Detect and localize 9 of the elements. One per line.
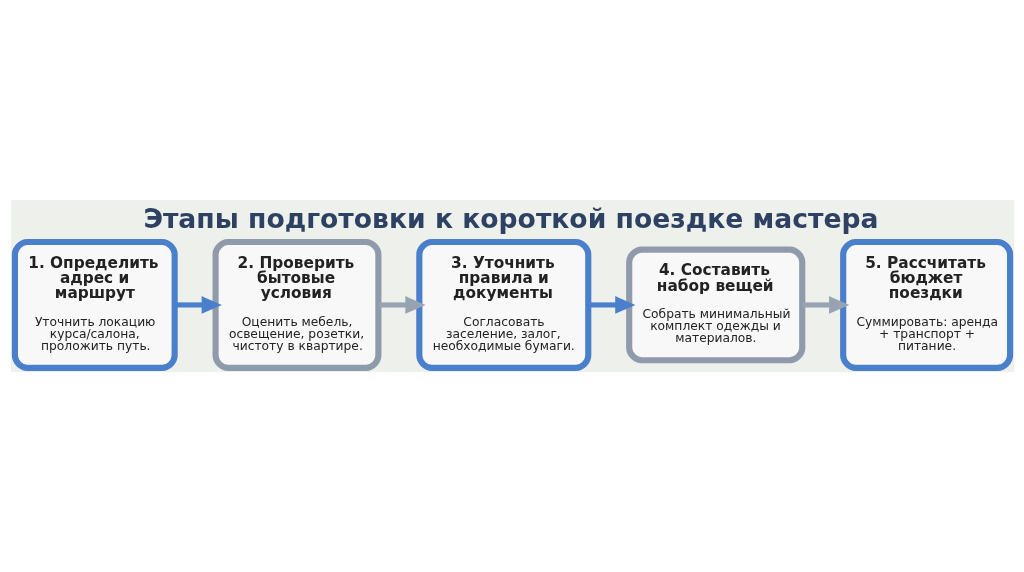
arrow bbox=[174, 296, 222, 314]
arrow bbox=[378, 296, 426, 314]
node-box: 4. Составить набор вещей Собрать минимальный комплект одежды и материалов. bbox=[625, 246, 805, 364]
arrow bbox=[801, 296, 849, 314]
node-box: 3. Уточнить правила и документы Согласовать заселение, залог, необходимые бумаги. bbox=[415, 238, 591, 371]
diagram-title: Этапы подготовки к короткой поездке мастера bbox=[142, 203, 879, 235]
node-box: 5. Рассчитать бюджет поездки Суммировать: аренда + транспорт + питание. bbox=[839, 238, 1013, 371]
node-box: 1. Определить адрес и маршрут Уточнить локацию курса/салона, проложить путь. bbox=[11, 238, 178, 371]
node-box: 2. Проверить бытовые условия Оценить мебель, освещение, розетки, чистоту в квартире. bbox=[212, 238, 381, 371]
